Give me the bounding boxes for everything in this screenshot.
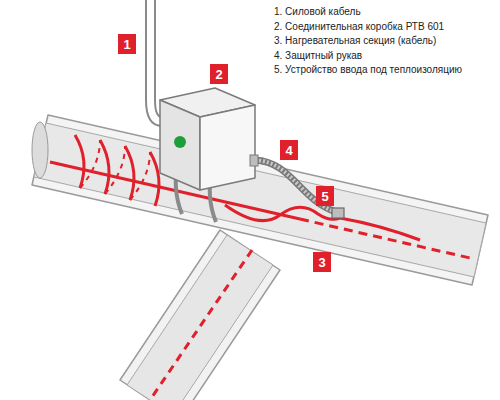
callout-text: 4 — [285, 143, 292, 158]
callout-text: 3 — [318, 255, 325, 270]
legend-list-item: 1. Силовой кабель — [274, 6, 496, 18]
callout-number: 3 — [313, 252, 331, 272]
callout-number: 5 — [316, 186, 334, 206]
callout-text: 5 — [321, 189, 328, 204]
callout-text: 2 — [215, 67, 222, 82]
callout-number: 1 — [118, 34, 136, 54]
callout-number: 4 — [280, 140, 298, 160]
legend-list-item: 4. Защитный рукав — [274, 50, 496, 62]
legend-list-item: 2. Соединительная коробка РТВ 601 — [274, 21, 496, 33]
callout-number: 2 — [210, 64, 228, 84]
callout-text: 1 — [123, 37, 130, 52]
legend-list-item: 5. Устройство ввода под теплоизоляцию — [274, 64, 496, 76]
legend-list-item: 3. Нагревательная секция (кабель) — [274, 35, 496, 47]
